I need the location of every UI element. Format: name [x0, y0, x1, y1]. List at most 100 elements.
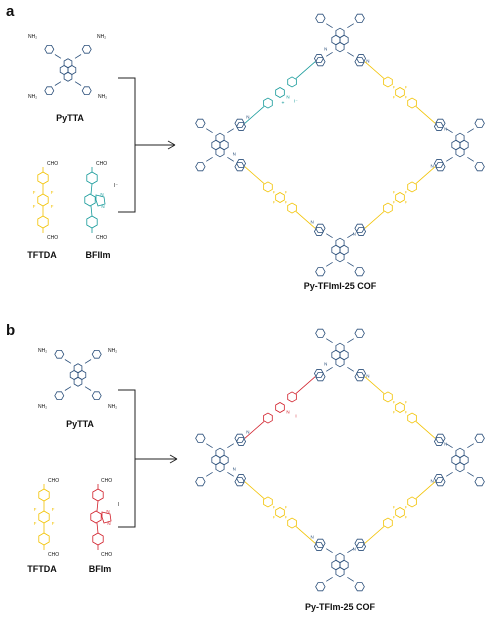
arm-bond	[84, 386, 92, 391]
fluorine-label: F	[393, 85, 396, 90]
arm-bond	[446, 471, 453, 477]
pyrene-ring-icon	[69, 370, 79, 380]
phenyl-ring-icon	[315, 538, 326, 548]
amine-label-a-tl: NH₂	[28, 34, 37, 40]
phenyl-ring-icon	[433, 437, 444, 446]
linker-ring-icon	[275, 402, 285, 413]
phenyl-ring-icon	[92, 488, 104, 502]
fluorine-label: F	[52, 521, 55, 526]
phenyl-ring-icon	[37, 215, 49, 229]
fluorine-label: F	[285, 505, 288, 510]
phenyl-ring-icon	[236, 474, 247, 483]
phenyl-ring-icon	[356, 54, 367, 63]
arm-bond	[227, 156, 234, 162]
phenyl-ring-icon	[315, 13, 326, 23]
arm-bond	[347, 261, 354, 267]
linker-ring-icon	[263, 181, 273, 193]
pytta-monomer-a	[44, 44, 92, 96]
cho-label-a-bfi-top: CHO	[96, 161, 107, 167]
pytta-label-b: PyTTA	[66, 419, 94, 429]
imine-n-label: N	[311, 220, 314, 225]
phenyl-ring-icon	[38, 488, 50, 502]
arm-bond	[347, 366, 354, 372]
bfiim-label-a: BFIIm	[85, 250, 110, 260]
bfim-monomer-b: NN	[90, 484, 112, 550]
iodide-label: I⁻	[294, 99, 298, 104]
cho-label-b-bfi-bot: CHO	[101, 552, 112, 558]
linker-bond	[244, 481, 265, 499]
cho-label-b-bot: CHO	[48, 552, 59, 558]
phenyl-ring-icon	[54, 349, 65, 359]
imidazole-ring-icon	[95, 194, 106, 207]
linker-ring-icon	[275, 87, 285, 98]
linker-bond	[415, 166, 436, 184]
benzimidazole-ring-icon	[84, 193, 96, 207]
arm-bond	[347, 576, 354, 582]
fluorine-label: F	[393, 410, 396, 415]
linker-bond	[415, 106, 436, 124]
linker-ring-icon	[395, 192, 405, 203]
cho-label-b-bfi-top: CHO	[101, 478, 112, 484]
arm-bond	[326, 338, 333, 344]
linker-ring-icon	[287, 76, 297, 88]
phenyl-ring-icon	[195, 118, 206, 128]
arm-bond	[347, 51, 354, 57]
fluorine-label: F	[51, 204, 54, 209]
pyrene-core-icon	[44, 44, 92, 96]
amine-label-a-bl: NH₂	[28, 94, 37, 100]
amine-label-b-tl: NH₂	[38, 348, 47, 354]
phenyl-ring-icon	[313, 227, 324, 236]
nitrogen-label: N	[101, 204, 104, 209]
phenyl-ring-icon	[37, 171, 49, 185]
linker-bond	[364, 376, 385, 394]
fluorine-label: F	[405, 515, 408, 520]
phenyl-ring-icon	[234, 118, 245, 128]
linker-ring-icon	[407, 181, 417, 193]
pyrene-ring-icon	[331, 349, 341, 361]
arm-bond	[64, 359, 72, 364]
linker-ring-icon	[407, 97, 417, 109]
linker-bond	[415, 481, 436, 499]
pyrene-node	[195, 433, 245, 487]
arm-bond	[326, 233, 333, 239]
phenyl-ring-icon	[474, 118, 485, 128]
amine-label-b-tr: NH₂	[108, 348, 117, 354]
imine-n-label: N	[311, 535, 314, 540]
phenyl-ring-icon	[81, 86, 92, 96]
phenyl-ring-icon	[234, 433, 245, 443]
phenyl-ring-icon	[313, 542, 324, 551]
phenyl-ring-icon	[433, 159, 444, 168]
arm-bond	[227, 471, 234, 477]
arm-bond	[326, 51, 333, 57]
amine-label-a-tr: NH₂	[97, 34, 106, 40]
phenyl-ring-icon	[315, 328, 326, 338]
cho-label-a-bot: CHO	[47, 235, 58, 241]
arm-bond	[54, 54, 62, 59]
imine-n-label: N	[233, 152, 236, 157]
phenyl-ring-icon	[354, 57, 365, 67]
iodide-label-a: I⁻	[114, 183, 118, 189]
bfim-label-b: BFIm	[89, 564, 112, 574]
fluorine-label: F	[405, 410, 408, 415]
phenyl-ring-icon	[54, 391, 65, 401]
product-label-a: Py-TFIml-25 COF	[304, 281, 377, 291]
pyrene-core-icon	[54, 349, 102, 401]
phenyl-ring-icon	[195, 477, 206, 487]
pyrene-ring-icon	[451, 139, 461, 151]
linker-ring-icon	[407, 412, 417, 424]
phenyl-ring-icon	[474, 433, 485, 443]
phenyl-ring-icon	[356, 369, 367, 378]
phenyl-ring-icon	[92, 532, 104, 546]
amine-label-b-bl: NH₂	[38, 404, 47, 410]
fluorine-label: F	[405, 505, 408, 510]
phenyl-ring-icon	[315, 57, 326, 67]
phenyl-ring-icon	[81, 44, 92, 54]
arm-bond	[227, 443, 234, 449]
cho-label-a-bfi-bot: CHO	[96, 235, 107, 241]
imine-n-label: N	[366, 373, 369, 378]
linker-bond	[295, 211, 316, 229]
